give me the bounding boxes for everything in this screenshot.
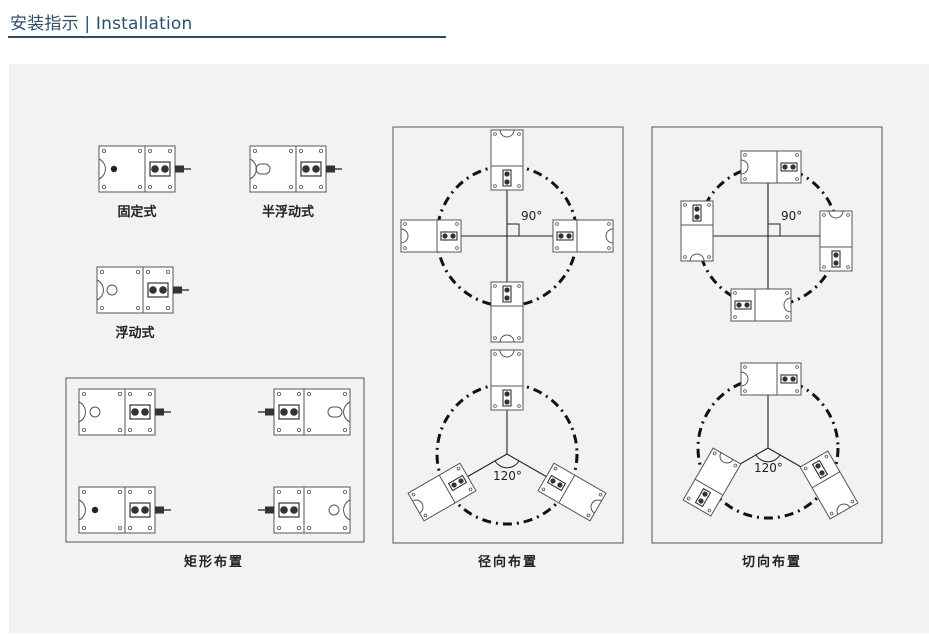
svg-text:90°: 90° — [521, 209, 542, 223]
installation-diagram: 固定式 半浮动式 浮动式 矩形布置 90° — [65, 126, 883, 570]
cell-fixed-drawing — [98, 145, 192, 193]
installation-panel: 固定式 半浮动式 浮动式 矩形布置 90° — [9, 64, 929, 633]
caption-radial: 径向布置 — [478, 554, 538, 570]
mount-fixed — [98, 145, 192, 193]
svg-text:120°: 120° — [754, 461, 783, 475]
tangential-120-label: 120° — [754, 461, 783, 475]
radial-90-label: 90° — [521, 209, 542, 223]
svg-text:90°: 90° — [781, 209, 802, 223]
mount-floating — [96, 266, 190, 314]
caption-rectangular: 矩形布置 — [183, 554, 244, 570]
label-floating: 浮动式 — [115, 325, 154, 341]
radial-120-label: 120° — [493, 469, 522, 483]
label-semi-floating: 半浮动式 — [262, 204, 314, 220]
label-fixed: 固定式 — [117, 204, 156, 220]
rectangular-layout — [65, 377, 365, 543]
radial-layout: 90° 120° — [392, 126, 624, 544]
tangential-layout: 90° 120° — [651, 126, 883, 544]
mount-semi-floating — [249, 145, 343, 193]
tangential-90-label: 90° — [781, 209, 802, 223]
page-header: 安装指示 | Installation — [8, 6, 446, 38]
caption-tangential: 切向布置 — [742, 554, 802, 570]
svg-text:120°: 120° — [493, 469, 522, 483]
page-title: 安装指示 | Installation — [10, 14, 193, 34]
